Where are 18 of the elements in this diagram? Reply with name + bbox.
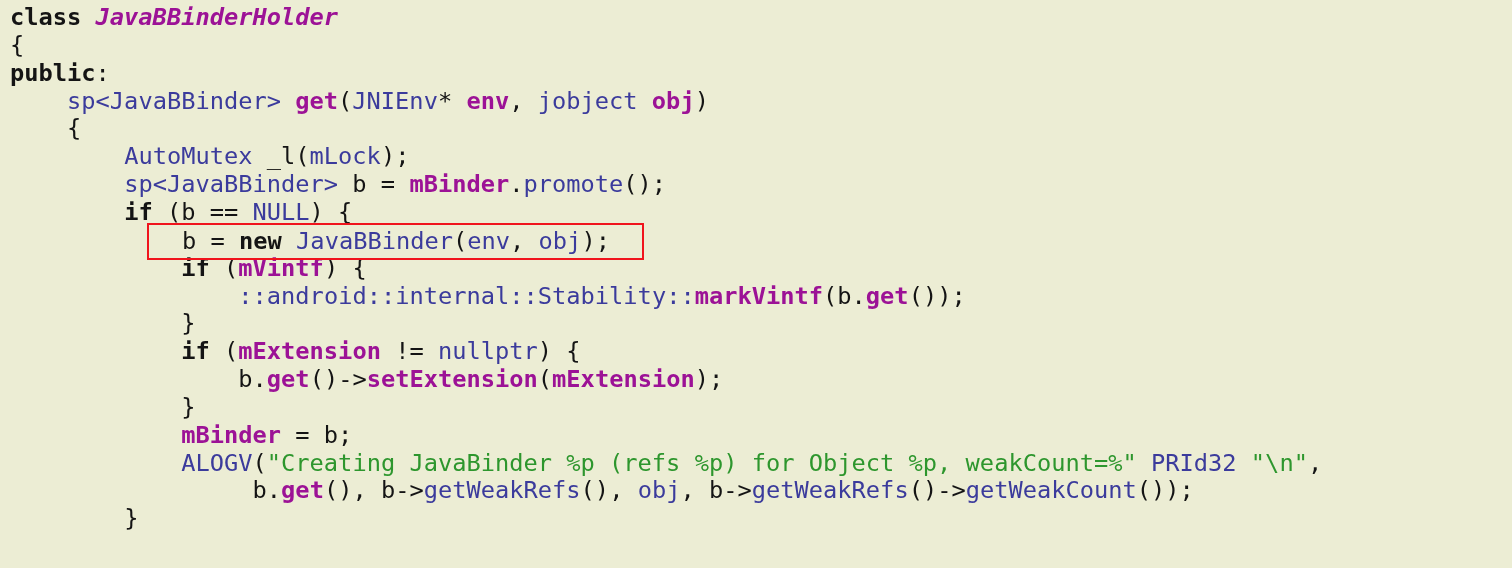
code-line: ALOGV("Creating JavaBinder %p (refs %p) for Object %p, weakCount=%" PRId32 "\n", [181,449,1323,478]
code-line: class JavaBBinderHolder [10,4,339,32]
code-line: b.get(), b->getWeakRefs(), obj, b->getWeakRefs()->getWeakCount()); [252,477,1194,506]
code-line: AutoMutex _l(mLock); [124,143,410,172]
code-line: } [181,310,196,339]
code-line: { [67,115,82,144]
code-line: b = new JavaBBinder(env, obj); [182,227,610,256]
code-line: sp<JavaBBinder> b = mBinder.promote(); [124,171,667,199]
code-line: sp<JavaBBinder> get(JNIEnv* env, jobject obj) [67,87,709,116]
code-line: if (b == NULL) { [124,198,353,227]
code-line: public: [10,59,110,88]
code-line: mBinder = b; [181,421,353,450]
code-line: b.get()->setExtension(mExtension); [238,366,724,394]
code-line: } [124,505,139,534]
code-line: ::android::internal::Stability::markVintf(b.get()); [238,282,966,311]
code-line: { [10,31,25,60]
code-line: } [181,393,196,422]
code-line: if (mExtension != nullptr) { [181,338,581,367]
